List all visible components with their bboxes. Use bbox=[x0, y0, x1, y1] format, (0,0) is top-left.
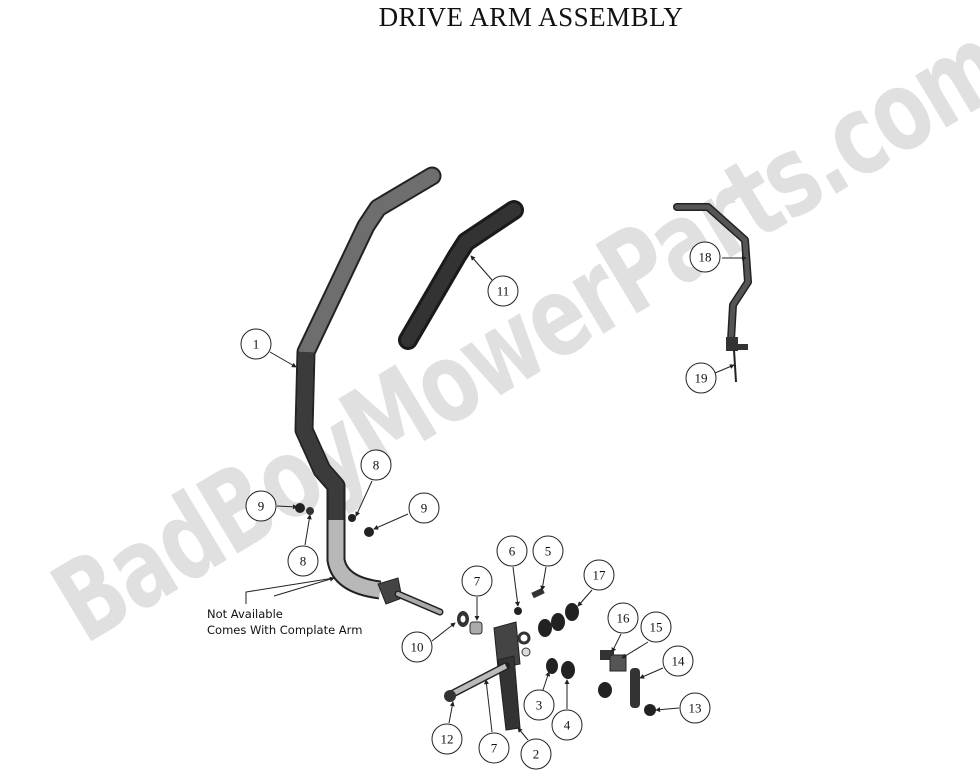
callout[interactable]: 15 bbox=[640, 611, 672, 643]
part-11-grip bbox=[398, 200, 524, 350]
callout[interactable]: 7 bbox=[461, 565, 493, 597]
callout[interactable]: 4 bbox=[551, 709, 583, 741]
callout-label: 8 bbox=[373, 458, 380, 473]
callout-label: 6 bbox=[509, 544, 516, 559]
lower-mechanism bbox=[444, 587, 656, 731]
callout-label: 2 bbox=[533, 747, 540, 762]
callout[interactable]: 2 bbox=[520, 738, 552, 770]
part-1-drive-arm bbox=[294, 166, 444, 616]
callout-label: 7 bbox=[474, 574, 481, 589]
callout[interactable]: 13 bbox=[679, 692, 711, 724]
callout-label: 13 bbox=[689, 701, 702, 716]
callouts: 1 11 18 19 8 9 9 8 6 5 7 17 10 16 15 14 … bbox=[240, 241, 721, 770]
callout[interactable]: 8 bbox=[287, 545, 319, 577]
callout[interactable]: 1 bbox=[240, 328, 272, 360]
callout-label: 7 bbox=[491, 741, 498, 756]
callout[interactable]: 6 bbox=[496, 535, 528, 567]
callout-label: 18 bbox=[699, 250, 712, 265]
callout-label: 5 bbox=[545, 544, 552, 559]
callout[interactable]: 8 bbox=[360, 449, 392, 481]
callout-label: 10 bbox=[411, 640, 424, 655]
callout-label: 8 bbox=[300, 554, 307, 569]
callout[interactable]: 9 bbox=[408, 492, 440, 524]
callout-label: 17 bbox=[593, 568, 607, 583]
leader-lines bbox=[245, 255, 747, 741]
callout-label: 9 bbox=[258, 499, 265, 514]
callout-label: 19 bbox=[695, 371, 708, 386]
callout[interactable]: 5 bbox=[532, 535, 564, 567]
callout-label: 14 bbox=[672, 654, 686, 669]
callout-label: 3 bbox=[536, 698, 543, 713]
callout-label: 9 bbox=[421, 501, 428, 516]
callout[interactable]: 12 bbox=[431, 723, 463, 755]
callout[interactable]: 3 bbox=[523, 689, 555, 721]
callout[interactable]: 7 bbox=[478, 732, 510, 764]
availability-note: Not Available Comes With Complate Arm bbox=[207, 606, 362, 638]
callout[interactable]: 18 bbox=[689, 241, 721, 273]
page-title: DRIVE ARM ASSEMBLY bbox=[378, 2, 684, 32]
note-line-1: Not Available bbox=[207, 607, 283, 621]
callout[interactable]: 16 bbox=[607, 602, 639, 634]
callout-label: 1 bbox=[253, 337, 260, 352]
callout[interactable]: 9 bbox=[245, 490, 277, 522]
callout[interactable]: 11 bbox=[487, 275, 519, 307]
callout[interactable]: 14 bbox=[662, 645, 694, 677]
callout-label: 15 bbox=[650, 620, 663, 635]
note-line-2: Comes With Complate Arm bbox=[207, 623, 363, 637]
callout[interactable]: 17 bbox=[583, 559, 615, 591]
callout[interactable]: 19 bbox=[685, 362, 717, 394]
part-18-19-arm-rod bbox=[673, 203, 752, 383]
callout-label: 12 bbox=[441, 732, 454, 747]
callout[interactable]: 10 bbox=[401, 631, 433, 663]
callout-label: 11 bbox=[497, 284, 510, 299]
callout-label: 16 bbox=[617, 611, 631, 626]
callout-label: 4 bbox=[564, 718, 571, 733]
